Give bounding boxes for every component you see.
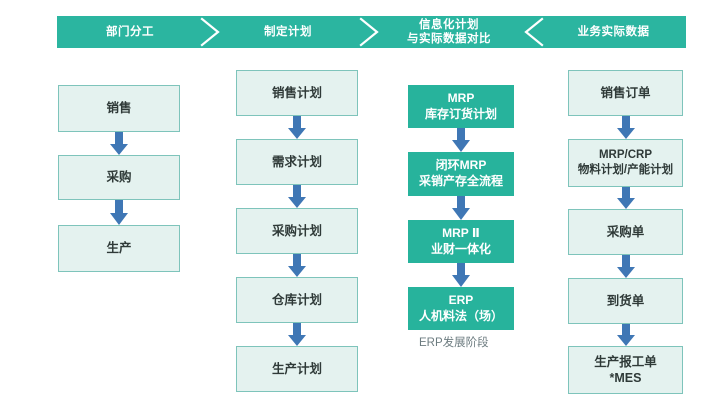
node-label-line1: MRP/CRP [598, 149, 652, 162]
node-erp[interactable]: ERP 人机料法（场） [408, 287, 514, 330]
banner-segment-label-line1: 信息化计划 [419, 18, 479, 31]
node-label-line2: *MES [609, 371, 642, 385]
node-production[interactable]: 生产 [58, 225, 180, 272]
arrow-down-icon [617, 187, 635, 209]
banner-segment-label: 制定计划 [264, 25, 312, 38]
node-label-line1: MRP Ⅱ [442, 225, 480, 240]
node-label: 到货单 [606, 293, 645, 308]
node-arrival-order[interactable]: 到货单 [568, 278, 683, 324]
column-department-division: 销售 采购 生产 [0, 0, 220, 411]
banner-segment-business-actual-data[interactable]: 业务实际数据 [541, 16, 686, 48]
node-demand-plan[interactable]: 需求计划 [236, 139, 358, 185]
arrow-down-icon [288, 254, 306, 277]
banner-segment-label-line2: 与实际数据对比 [407, 33, 491, 45]
arrow-down-icon [617, 116, 635, 139]
column-business-actual-data: 销售订单 MRP/CRP 物料计划/产能计划 采购单 到货单 [0, 0, 683, 411]
node-procurement[interactable]: 采购 [58, 155, 180, 200]
node-label-line2: 物料计划/产能计划 [577, 164, 674, 176]
node-purchase-order[interactable]: 采购单 [568, 209, 683, 255]
node-label: 销售 [106, 101, 132, 116]
node-label: 销售计划 [271, 85, 322, 100]
node-closed-loop-mrp[interactable]: 闭环MRP 采销产存全流程 [408, 152, 514, 196]
node-mrp-ii[interactable]: MRP Ⅱ 业财一体化 [408, 220, 514, 263]
arrow-down-icon [452, 263, 470, 287]
node-mrp[interactable]: MRP 库存订货计划 [408, 85, 514, 128]
node-sales-plan[interactable]: 销售计划 [236, 70, 358, 116]
node-label-line2: 人机料法（场） [418, 308, 503, 323]
arrow-down-icon [452, 128, 470, 152]
arrow-down-icon [288, 323, 306, 346]
node-mrp-crp[interactable]: MRP/CRP 物料计划/产能计划 [568, 139, 683, 187]
node-label-line1: 生产报工单 [594, 354, 657, 369]
node-label-line1: ERP [448, 292, 474, 307]
node-label-line1: 闭环MRP [435, 158, 487, 173]
node-sales-order[interactable]: 销售订单 [568, 70, 683, 116]
banner-segment-label: 部门分工 [106, 25, 154, 38]
banner-segment-department-division[interactable]: 部门分工 [57, 16, 203, 48]
node-production-report-order[interactable]: 生产报工单 *MES [568, 346, 683, 394]
node-procurement-plan[interactable]: 采购计划 [236, 208, 358, 254]
banner-segment-informatization-plan[interactable]: 信息化计划 与实际数据对比 [373, 16, 525, 48]
arrow-down-icon [288, 185, 306, 208]
banner-segment-make-plan[interactable]: 制定计划 [215, 16, 361, 48]
column-informatization-plan: MRP 库存订货计划 闭环MRP 采销产存全流程 MRP Ⅱ 业财一体化 [0, 0, 514, 411]
arrow-down-icon [617, 324, 635, 346]
node-label: 采购 [106, 170, 132, 185]
arrow-down-icon [288, 116, 306, 139]
node-label-line2: 采销产存全流程 [418, 174, 503, 188]
node-label: 生产计划 [271, 361, 322, 376]
node-label: 采购单 [606, 224, 645, 239]
arrow-down-icon [452, 196, 470, 220]
node-label: 采购计划 [271, 223, 322, 238]
column-make-plan: 销售计划 需求计划 采购计划 仓库计划 生产计划 [0, 0, 358, 411]
node-production-plan[interactable]: 生产计划 [236, 346, 358, 392]
node-sales[interactable]: 销售 [58, 85, 180, 132]
node-warehouse-plan[interactable]: 仓库计划 [236, 277, 358, 323]
banner-segment-label: 业务实际数据 [577, 25, 650, 38]
node-label: 需求计划 [271, 154, 322, 169]
node-label: 生产 [106, 241, 132, 256]
node-label-line2: 库存订货计划 [424, 106, 497, 121]
node-label: 仓库计划 [271, 292, 322, 307]
erp-stage-caption: ERP发展阶段 [419, 337, 489, 349]
node-label-line1: MRP [447, 90, 475, 105]
node-label: 销售订单 [600, 85, 651, 100]
arrow-down-icon [617, 255, 635, 278]
node-label-line2: 业财一体化 [430, 241, 491, 256]
